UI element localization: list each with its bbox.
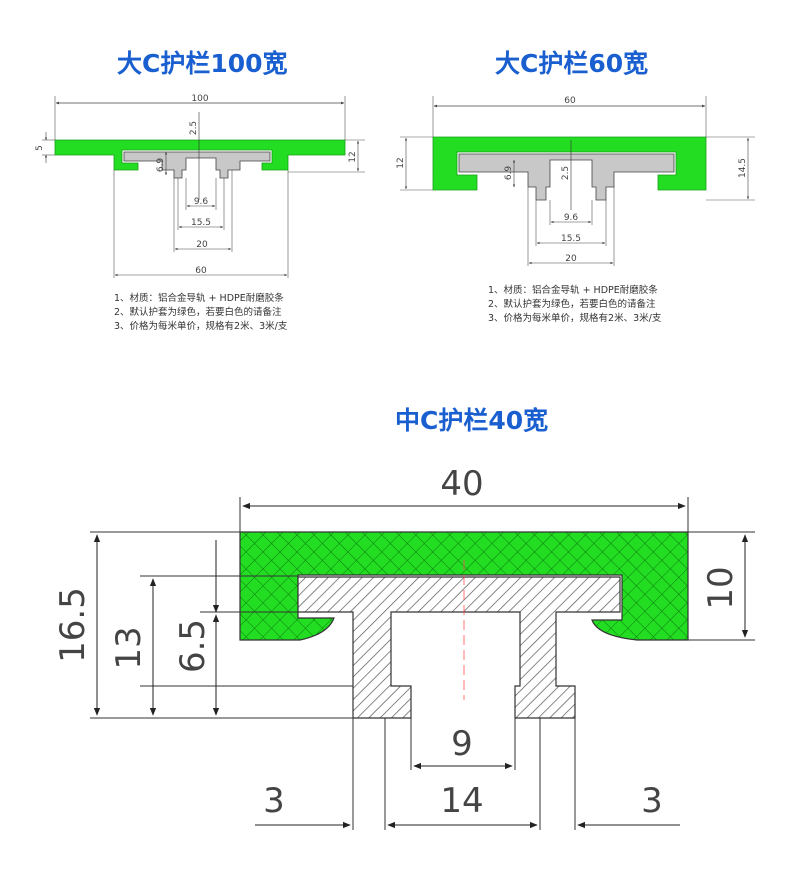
- d2-gray-rail: [458, 153, 675, 201]
- d1-dim-2-5: 2.5: [189, 121, 199, 135]
- d1-dim-6-9: 6.9: [156, 158, 166, 173]
- d1-dim-5: 5: [35, 145, 45, 151]
- d2-dim-20: 20: [565, 254, 577, 264]
- d3-green-body: [239, 531, 689, 641]
- d3-dim-16-5: 16.5: [53, 587, 93, 663]
- title-big-c-60: 大C护栏60宽: [495, 49, 649, 78]
- d3-dim-14: 14: [440, 781, 483, 821]
- d1-dim-9-6: 9.6: [194, 197, 209, 207]
- d2-dim-6-9: 6.9: [504, 166, 514, 181]
- d2-notes: 1、材质：铝合金导轨 + HDPE耐磨胶条 2、默认护套为绿色，若要白色的请备注…: [488, 284, 661, 326]
- d1-dim-100: 100: [191, 94, 208, 104]
- d2-dim-15-5: 15.5: [561, 234, 581, 244]
- d1-dim-20: 20: [196, 240, 208, 250]
- d2-green-body: [432, 136, 707, 191]
- d3-rail: [297, 576, 621, 719]
- d1-dim-60: 60: [195, 266, 207, 276]
- d2-dim-9-6: 9.6: [564, 213, 579, 223]
- d3-dim-3-left: 3: [263, 781, 285, 821]
- d3-dim-9: 9: [451, 724, 473, 764]
- d1-dim-12: 12: [348, 151, 358, 162]
- d2-note-2: 2、默认护套为绿色，若要白色的请备注: [488, 299, 656, 310]
- d3-dim-3-right: 3: [641, 781, 663, 821]
- diagram-40: 40 16.5 13 6.5 10 9: [53, 464, 755, 830]
- d3-dim-13: 13: [109, 626, 149, 669]
- d2-note-1: 1、材质：铝合金导轨 + HDPE耐磨胶条: [488, 285, 658, 296]
- title-big-c-100: 大C护栏100宽: [117, 49, 288, 78]
- d2-dim-2-5: 2.5: [561, 166, 571, 180]
- d2-dim-12: 12: [396, 157, 406, 168]
- d3-dim-40: 40: [440, 464, 483, 504]
- title-mid-c-40: 中C护栏40宽: [395, 406, 549, 435]
- d2-dim-14-5: 14.5: [738, 158, 748, 178]
- diagram-100: 100 5 12 2.5 6.9 9.6 15.5 20: [35, 94, 365, 278]
- d3-dim-10: 10: [701, 566, 741, 609]
- d1-notes: 1、材质：铝合金导轨 + HDPE耐磨胶条 2、默认护套为绿色，若要白色的请备注…: [114, 292, 287, 334]
- d1-note-2: 2、默认护套为绿色，若要白色的请备注: [114, 307, 282, 318]
- d2-dim-60: 60: [564, 96, 576, 106]
- d1-dim-15-5: 15.5: [191, 218, 211, 228]
- diagram-60: 60 12 14.5 6.9 2.5 9.6 15.5 20: [396, 96, 755, 266]
- d1-note-1: 1、材质：铝合金导轨 + HDPE耐磨胶条: [114, 293, 284, 304]
- d3-dim-6-5: 6.5: [173, 619, 213, 673]
- d1-gray-rail: [123, 151, 271, 179]
- d2-note-3: 3、价格为每米单价，规格有2米、3米/支: [488, 313, 662, 324]
- d1-green-body: [54, 139, 346, 171]
- d1-note-3: 3、价格为每米单价，规格有2米、3米/支: [114, 321, 288, 332]
